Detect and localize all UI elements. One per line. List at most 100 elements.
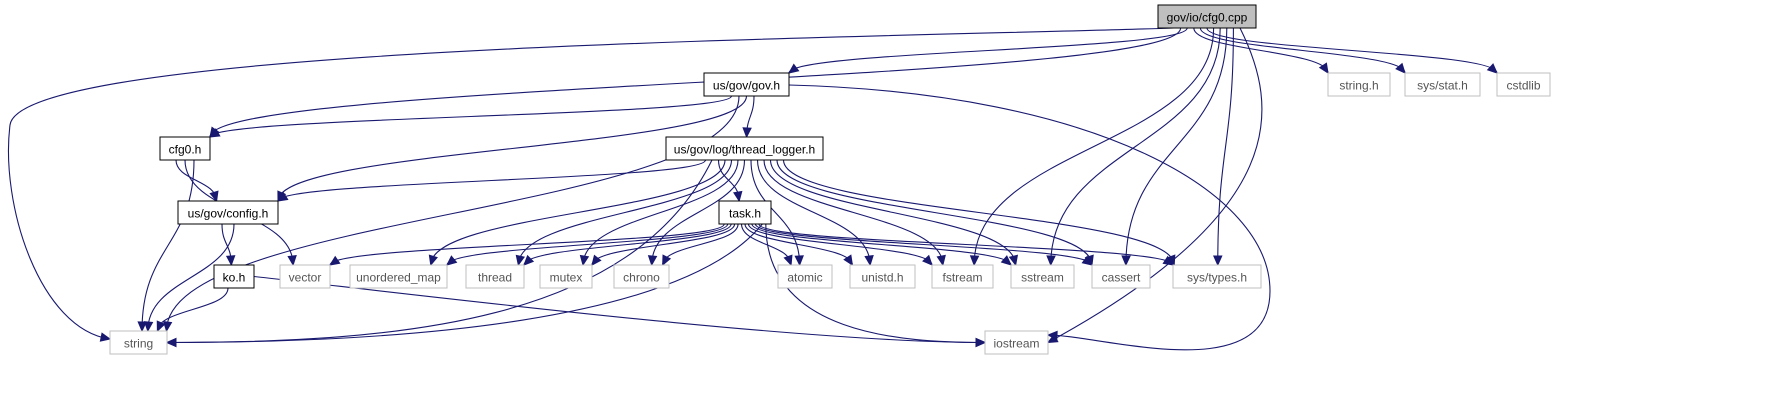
edge-cfg0_cpp-to-sys_types_h xyxy=(1217,27,1234,266)
node-thread-logger-h[interactable]: us/gov/log/thread_logger.h xyxy=(665,136,824,161)
edge-cfg0_h-to-string xyxy=(141,159,195,332)
node-label: sstream xyxy=(1021,271,1064,285)
edge-gov_h-to-iostream xyxy=(788,84,1271,351)
arrowhead-task_h-to-chrono xyxy=(662,254,672,267)
node-box xyxy=(349,264,448,289)
edge-thread_logger_h-to-unistd_h xyxy=(756,159,871,266)
node-cfg0-cpp[interactable]: gov/io/cfg0.cpp xyxy=(1157,4,1257,29)
arrowhead-config_h-to-string xyxy=(143,321,154,333)
edge-task_h-to-iostream xyxy=(765,223,986,344)
edges-layer xyxy=(7,27,1498,351)
edge-cfg0_cpp-to-string_h xyxy=(1193,27,1329,74)
node-box xyxy=(279,264,331,289)
node-box[interactable] xyxy=(718,200,772,225)
edge-thread_logger_h-to-cassert xyxy=(776,159,1093,266)
node-sstream: sstream xyxy=(1010,264,1075,289)
arrowhead-task_h-to-unistd_h xyxy=(843,254,854,267)
edge-cfg0_cpp-to-gov_h xyxy=(788,27,1188,74)
arrowhead-task_h-to-vector xyxy=(328,255,341,266)
arrowhead-task_h-to-atomic xyxy=(783,254,793,267)
edge-task_h-to-thread xyxy=(523,223,732,266)
edge-thread_logger_h-to-config_h xyxy=(277,159,707,202)
node-box[interactable] xyxy=(213,264,255,289)
node-box[interactable] xyxy=(665,136,824,161)
edge-task_h-to-string xyxy=(166,223,763,344)
arrowhead-thread_logger_h-to-atomic xyxy=(794,255,804,267)
node-box xyxy=(1404,72,1481,97)
edge-task_h-to-fstream xyxy=(747,223,933,266)
edge-thread_logger_h-to-unordered_map xyxy=(430,159,726,266)
edge-cfg0_h-to-config_h xyxy=(175,159,218,202)
edge-thread_logger_h-to-chrono xyxy=(651,159,746,266)
node-task-h[interactable]: task.h xyxy=(718,200,772,225)
node-label: cfg0.h xyxy=(169,143,202,157)
arrowhead-gov_h-to-string xyxy=(162,321,173,333)
node-unistd-h: unistd.h xyxy=(849,264,916,289)
arrowhead-task_h-to-mutex xyxy=(591,254,602,266)
node-label: string xyxy=(124,337,153,351)
node-label: thread xyxy=(478,271,512,285)
node-label: mutex xyxy=(550,271,583,285)
node-gov-h[interactable]: us/gov/gov.h xyxy=(703,72,790,97)
node-label: sys/stat.h xyxy=(1417,79,1468,93)
node-box xyxy=(777,264,833,289)
edge-config_h-to-string xyxy=(147,223,235,332)
node-atomic: atomic xyxy=(777,264,833,289)
node-config-h[interactable]: us/gov/config.h xyxy=(177,200,279,225)
node-box xyxy=(1010,264,1075,289)
node-label: gov/io/cfg0.cpp xyxy=(1167,11,1248,25)
edge-cfg0_cpp-to-fstream xyxy=(973,27,1215,266)
edge-thread_logger_h-to-fstream xyxy=(763,159,944,266)
node-label: atomic xyxy=(787,271,822,285)
arrowhead-thread_logger_h-to-fstream xyxy=(936,254,946,267)
node-box xyxy=(984,330,1049,355)
arrowhead-thread_logger_h-to-task_h xyxy=(733,190,743,203)
arrowhead-cfg0_cpp-to-sys_types_h xyxy=(1213,255,1223,267)
node-cfg0-h[interactable]: cfg0.h xyxy=(159,136,211,161)
arrowhead-thread_logger_h-to-chrono xyxy=(647,255,658,267)
arrowhead-cfg0_cpp-to-sstream xyxy=(1046,255,1056,267)
node-sys-types-h: sys/types.h xyxy=(1172,264,1262,289)
node-box xyxy=(1327,72,1391,97)
arrowhead-cfg0_cpp-to-string_h xyxy=(1318,62,1329,75)
arrowhead-thread_logger_h-to-sstream xyxy=(1008,254,1019,267)
arrowhead-ko_h-to-string xyxy=(156,320,166,333)
node-unordered-map: unordered_map xyxy=(349,264,448,289)
node-label: fstream xyxy=(942,271,982,285)
arrowhead-gov_h-to-thread_logger_h xyxy=(742,127,752,139)
arrowhead-cfg0_cpp-to-gov_h xyxy=(788,63,800,74)
arrowhead-task_h-to-sys_types_h xyxy=(1162,255,1175,266)
arrowhead-task_h-to-iostream xyxy=(975,337,987,348)
edge-task_h-to-vector xyxy=(329,223,725,266)
node-box xyxy=(1172,264,1262,289)
node-box[interactable] xyxy=(159,136,211,161)
arrowhead-task_h-to-string xyxy=(165,337,177,348)
arrowhead-task_h-to-unordered_map xyxy=(446,255,458,266)
node-label: string.h xyxy=(1339,79,1378,93)
arrowhead-cfg0_cpp-to-cassert xyxy=(1121,255,1131,267)
edge-thread_logger_h-to-sys_types_h xyxy=(782,159,1175,266)
node-label: sys/types.h xyxy=(1187,271,1247,285)
arrowhead-gov_h-to-cfg0_h xyxy=(208,128,221,138)
node-box xyxy=(849,264,916,289)
edge-cfg0_cpp-to-string xyxy=(7,27,1175,340)
arrowhead-thread_logger_h-to-mutex xyxy=(579,254,590,267)
edge-thread_logger_h-to-thread xyxy=(517,159,733,266)
edge-cfg0_cpp-to-cfg0_h xyxy=(209,27,1182,138)
arrowhead-thread_logger_h-to-unistd_h xyxy=(864,255,874,267)
node-box[interactable] xyxy=(703,72,790,97)
node-box xyxy=(109,330,168,355)
node-label: us/gov/gov.h xyxy=(713,79,780,93)
edge-task_h-to-sys_types_h xyxy=(758,223,1174,266)
node-box[interactable] xyxy=(1157,4,1257,29)
arrowhead-cfg0_h-to-vector xyxy=(287,255,297,267)
node-chrono: chrono xyxy=(613,264,670,289)
arrowhead-task_h-to-thread xyxy=(523,254,535,266)
edge-thread_logger_h-to-mutex xyxy=(582,159,739,266)
node-string-h: string.h xyxy=(1327,72,1391,97)
node-ko-h[interactable]: ko.h xyxy=(213,264,255,289)
edge-cfg0_cpp-to-iostream xyxy=(1047,27,1263,343)
edge-gov_h-to-config_h xyxy=(277,95,748,202)
node-box[interactable] xyxy=(177,200,279,225)
